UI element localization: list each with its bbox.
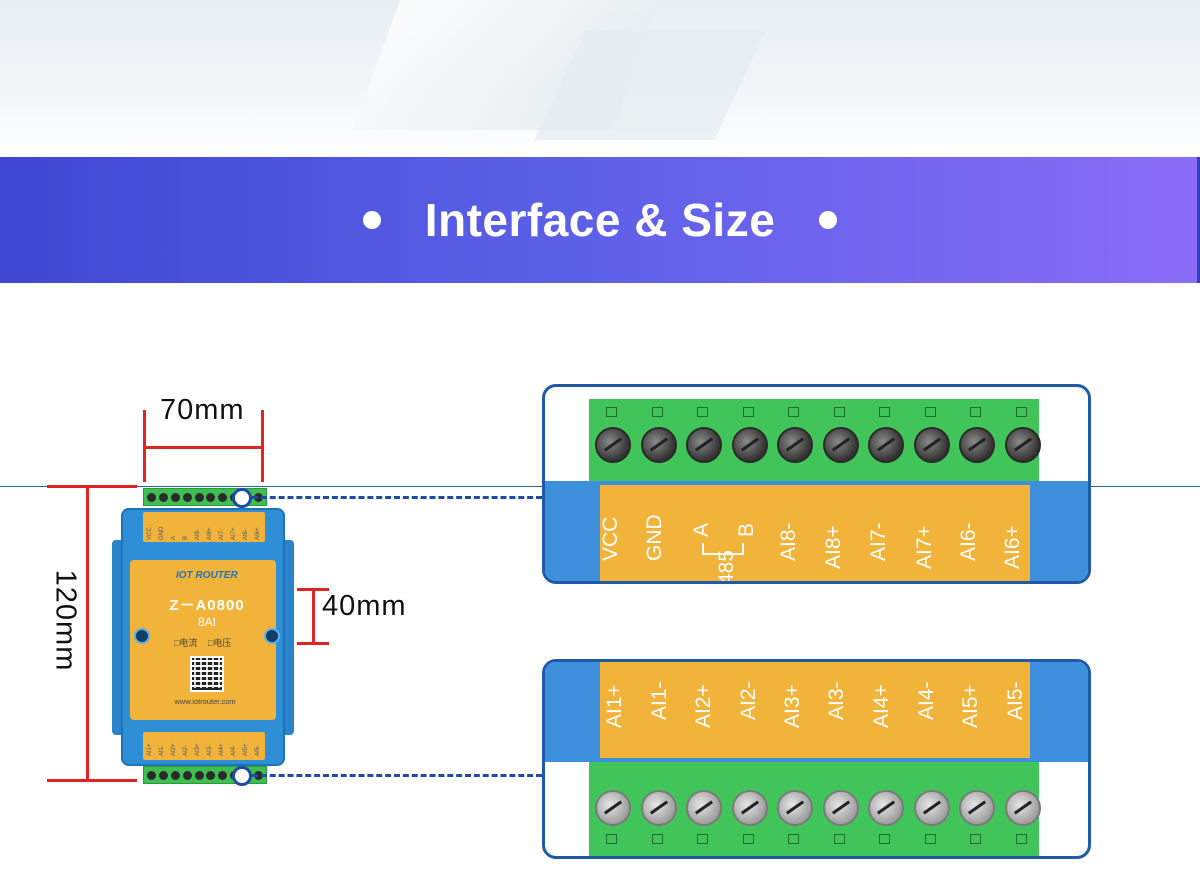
section-title: Interface & Size xyxy=(424,194,776,246)
terminal-screw-icon xyxy=(731,790,768,826)
terminal-tab xyxy=(742,407,754,417)
pin-label: AI8- xyxy=(777,522,800,561)
terminal-screw-icon xyxy=(822,790,859,826)
section-banner: Interface & Size xyxy=(0,157,1200,283)
terminal-tab xyxy=(606,834,617,844)
terminal-tab xyxy=(788,407,799,417)
width-dim-label: 70mm xyxy=(160,394,245,426)
device-model: Z－A0800 xyxy=(169,597,245,614)
pin-label: A xyxy=(690,522,713,537)
device-brand-logo: IOT ROUTER xyxy=(176,570,238,581)
terminal-tab xyxy=(879,834,890,844)
pin-label: AI3+ xyxy=(781,684,804,728)
depth-dim-line xyxy=(312,588,315,645)
callout-leader-line xyxy=(252,496,542,499)
terminal-tab xyxy=(742,834,754,844)
header-background xyxy=(0,0,1200,157)
bullet-dot-icon xyxy=(362,211,381,229)
pin-label: B xyxy=(735,522,758,537)
device-url: www.iotrouter.com xyxy=(174,697,236,706)
terminal-screw-icon xyxy=(777,790,813,826)
pin-label-strip xyxy=(600,662,1030,758)
height-dim-label: 120mm xyxy=(49,569,82,672)
terminal-tab xyxy=(697,834,708,844)
pin-label: AI7- xyxy=(867,522,890,561)
callout-marker-icon xyxy=(232,766,252,786)
pin-label: AI3- xyxy=(825,681,848,720)
terminal-screw-icon xyxy=(822,427,859,463)
terminal-screw-icon xyxy=(868,790,904,826)
terminal-screw-icon xyxy=(640,790,677,826)
terminal-tab xyxy=(1015,407,1027,417)
pin-label: AI6- xyxy=(957,522,980,561)
width-dim-line xyxy=(143,446,264,449)
mounting-screw-icon xyxy=(134,628,150,644)
pin-label: AI6+ xyxy=(1001,525,1024,569)
pin-label: VCC xyxy=(599,516,622,561)
terminal-screw-icon xyxy=(959,790,995,826)
pin-label: AI5- xyxy=(1004,681,1027,720)
rs485-label: 485 xyxy=(715,549,738,584)
terminal-tab xyxy=(924,407,936,417)
pin-label: AI4+ xyxy=(870,684,893,728)
pin-label: AI1+ xyxy=(603,684,626,728)
terminal-screw-icon xyxy=(686,427,722,463)
pin-label: AI8+ xyxy=(822,525,845,569)
device-channels: 8AI xyxy=(197,615,216,629)
terminal-screw-icon xyxy=(913,790,950,826)
terminal-tab xyxy=(697,407,708,417)
pin-label: AI5+ xyxy=(959,684,982,728)
terminal-tab xyxy=(833,834,845,844)
terminal-screw-icon xyxy=(959,427,995,463)
device-front-panel xyxy=(130,560,276,720)
terminal-screw-icon xyxy=(868,427,904,463)
terminal-screw-icon xyxy=(640,427,677,463)
terminal-screw-icon xyxy=(595,790,631,826)
terminal-screw-icon xyxy=(686,790,722,826)
terminal-tab xyxy=(879,407,890,417)
terminal-screw-icon xyxy=(1004,427,1041,463)
qr-code-pattern xyxy=(190,656,220,688)
bottom-terminal-detail: AI1+ AI1- AI2+ AI2- AI3+ AI3- AI4+ AI4- … xyxy=(542,659,1091,859)
device-bottom-label-strip: AI1+ AI1- AI2+ AI2- AI3+ AI3- AI4+ AI4- … xyxy=(143,732,265,760)
terminal-tab xyxy=(970,834,981,844)
terminal-tab xyxy=(651,407,663,417)
mounting-screw-icon xyxy=(264,628,280,644)
pin-label: AI2- xyxy=(737,681,760,720)
terminal-tab xyxy=(651,834,663,844)
pin-label: AI1- xyxy=(648,681,671,720)
height-dim-line xyxy=(86,485,89,782)
terminal-tab xyxy=(833,407,845,417)
terminal-screw-icon xyxy=(913,427,950,463)
bullet-dot-icon xyxy=(819,211,838,229)
terminal-screw-icon xyxy=(595,427,631,463)
terminal-tab xyxy=(606,407,617,417)
terminal-tab xyxy=(788,834,799,844)
top-terminal-detail: VCC GND A B 485 AI8- AI8+ AI7- AI7+ AI6-… xyxy=(542,384,1091,584)
pin-label: AI4- xyxy=(915,681,938,720)
callout-leader-line xyxy=(252,774,542,777)
height-dim-tick xyxy=(47,779,137,782)
pin-label: AI2+ xyxy=(692,684,715,728)
terminal-tab xyxy=(924,834,936,844)
depth-dim-label: 40mm xyxy=(322,590,407,622)
terminal-screw-icon xyxy=(777,427,813,463)
terminal-tab xyxy=(970,407,981,417)
terminal-screw-icon xyxy=(1004,790,1041,826)
banner-edge xyxy=(1197,157,1200,283)
mode-voltage-label: □电压 xyxy=(208,638,232,648)
pin-label: AI7+ xyxy=(913,525,936,569)
mode-current-label: □电流 xyxy=(174,638,198,648)
height-dim-tick xyxy=(47,485,137,488)
terminal-screw-icon xyxy=(731,427,768,463)
device-top-label-strip: VCC GND A B AI8- AI8+ AI7- AI7+ AI6- AI6… xyxy=(143,512,265,542)
pin-label-strip xyxy=(600,485,1030,581)
callout-marker-icon xyxy=(232,488,252,508)
pin-label: GND xyxy=(643,514,666,561)
terminal-tab xyxy=(1015,834,1027,844)
